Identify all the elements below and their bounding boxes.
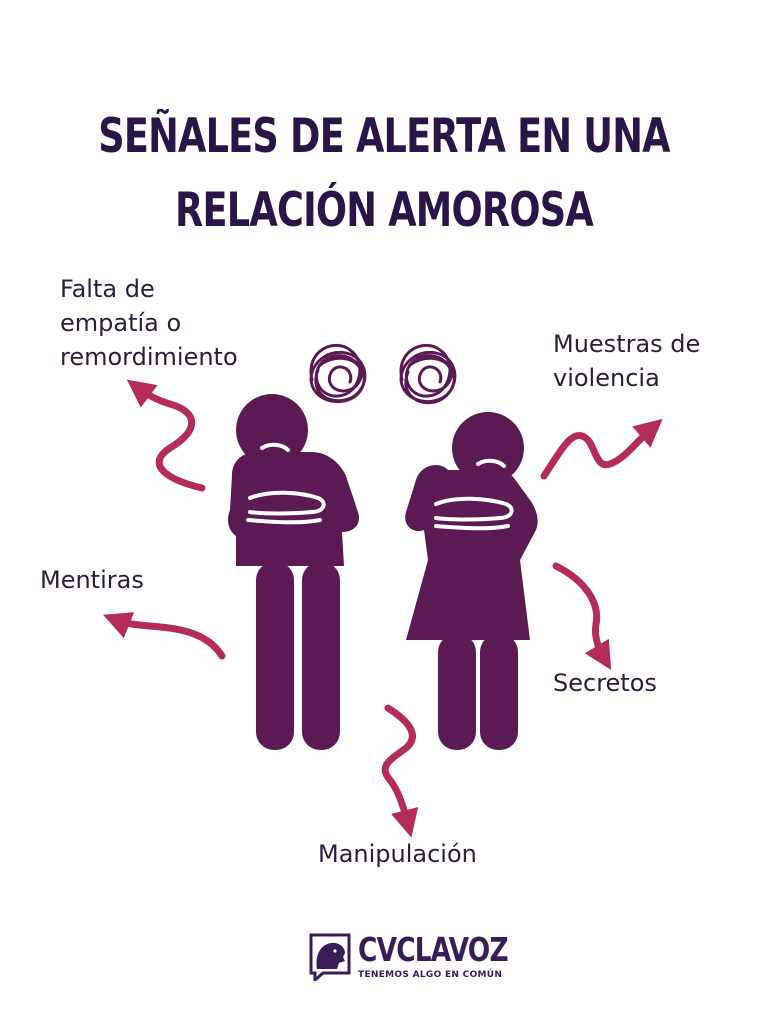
arrow-icon-lies — [102, 612, 226, 660]
title-line-2: RELACIÓN AMOROSA — [175, 183, 594, 239]
label-empathy-line-1: Falta de — [60, 275, 155, 303]
label-secrets: Secretos — [553, 669, 657, 697]
title-line-1: SEÑALES DE ALERTA EN UNA — [98, 109, 670, 164]
arrow-icon-secrets — [552, 562, 612, 671]
label-violence-line-2: violencia — [553, 364, 660, 392]
logo-tagline: TENEMOS ALGO EN COMÚN — [358, 970, 503, 980]
lion-logo-icon — [309, 933, 351, 981]
label-violence-line-1: Muestras de — [553, 330, 701, 358]
arrow-icon-manipulation — [381, 704, 419, 838]
tangled-scribble-icon-left — [309, 344, 367, 404]
label-violence: Muestras de violencia — [553, 327, 700, 395]
arrow-icon-violence — [540, 418, 663, 480]
arrow-icon-empathy — [126, 379, 206, 492]
page-title: SEÑALES DE ALERTA EN UNA RELACIÓN AMOROS… — [84, 100, 683, 249]
label-empathy-line-2: empatía o — [60, 309, 182, 337]
woman-figure — [405, 412, 538, 750]
label-empathy-line-3: remordimiento — [60, 343, 238, 371]
label-manipulation: Manipulación — [318, 840, 477, 868]
man-figure — [228, 394, 360, 750]
label-lies: Mentiras — [40, 566, 144, 594]
logo-name: CVCLAVOZ — [358, 930, 509, 969]
tangled-scribble-icon-right — [399, 344, 457, 405]
label-empathy: Falta de empatía o remordimiento — [60, 272, 238, 374]
